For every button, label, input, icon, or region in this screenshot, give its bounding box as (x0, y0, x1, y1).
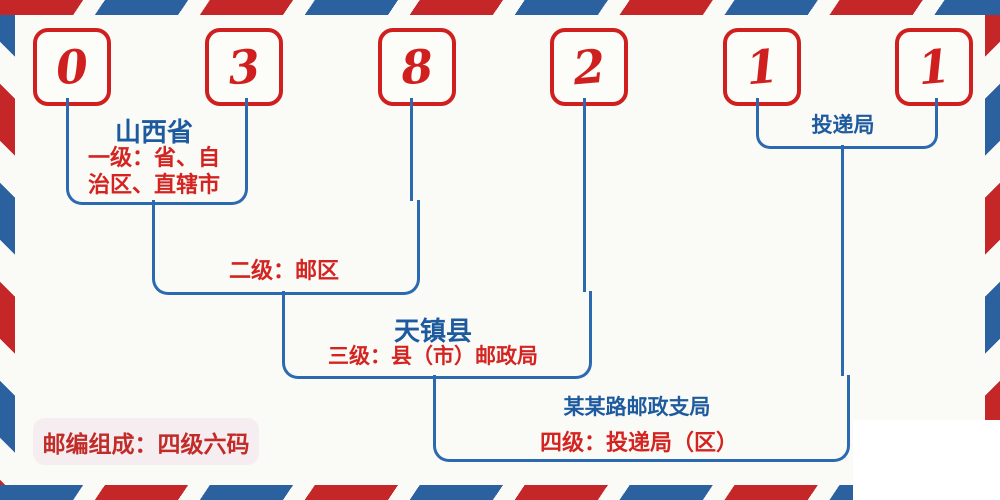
airmail-border-right (985, 0, 1000, 500)
postal-note-text: 邮编组成：四级六码 (42, 430, 250, 458)
level2-label: 二级：邮区 (228, 258, 339, 283)
digit-box-2: 3 (205, 28, 283, 106)
level1-label-line1: 一级：省、自 (87, 145, 220, 170)
level4-bracket (433, 375, 850, 462)
level1-place-name: 山西省 (114, 118, 193, 148)
digit-5: 1 (743, 38, 781, 96)
connector-digit-8 (410, 98, 413, 201)
delivery-bracket (756, 98, 938, 149)
corner-white-patch (853, 420, 1000, 500)
digit-box-3: 8 (378, 28, 456, 106)
delivery-bracket-stem (841, 145, 844, 376)
digit-box-1: 0 (33, 28, 111, 106)
level1-label: 一级：省、自 治区、直辖市 (50, 144, 258, 198)
level3-place-name: 天镇县 (393, 317, 472, 347)
airmail-border-bottom (0, 485, 1000, 500)
level3-label: 三级：县（市）邮政局 (328, 345, 538, 368)
digit-box-6: 1 (895, 28, 973, 106)
digit-box-5: 1 (723, 28, 801, 106)
digit-1: 0 (53, 38, 91, 96)
digit-4: 2 (570, 38, 608, 96)
airmail-border-left (0, 0, 15, 500)
postal-note-box: 邮编组成：四级六码 (33, 418, 259, 465)
digit-2: 3 (225, 38, 263, 96)
airmail-border-top (0, 0, 1000, 15)
digit-3: 8 (398, 38, 436, 96)
level4-place-name: 某某路邮政支局 (563, 394, 711, 419)
level4-label: 四级：投递局（区） (539, 430, 738, 455)
connector-digit-2 (583, 98, 586, 292)
digit-6: 1 (915, 38, 953, 96)
digit-box-4: 2 (550, 28, 628, 106)
level1-label-line2: 治区、直辖市 (87, 172, 220, 197)
delivery-label: 投递局 (811, 112, 875, 137)
